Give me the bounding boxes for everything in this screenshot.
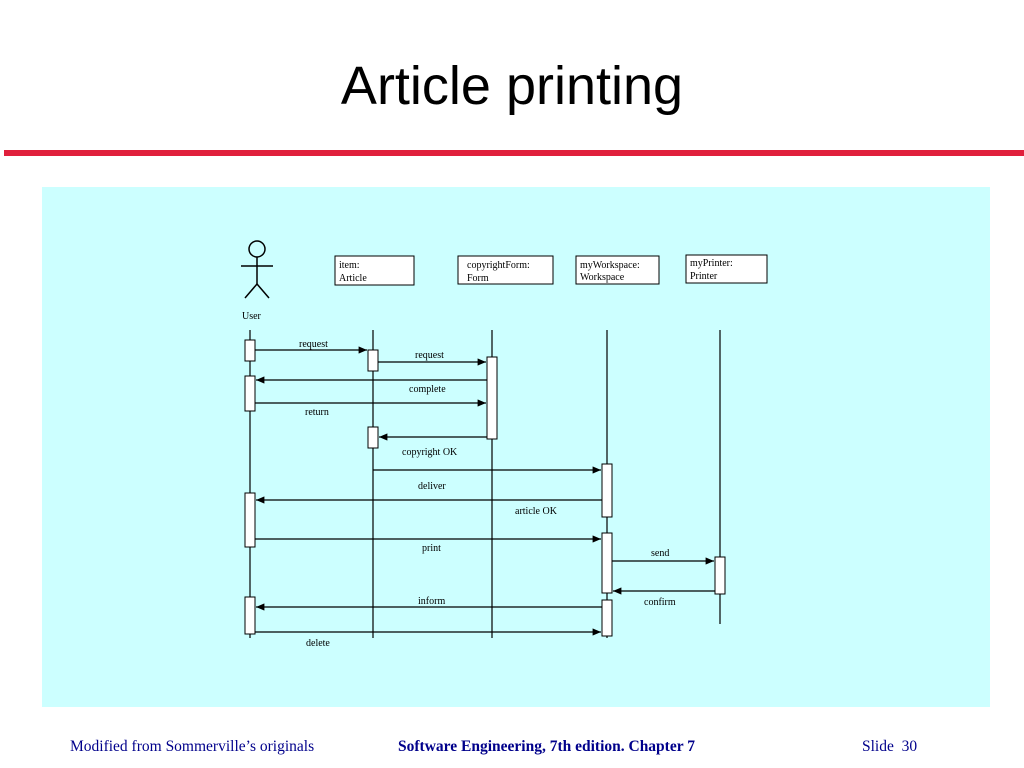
activation-workspace-1 — [601, 463, 613, 518]
object-printer: myPrinter: Printer — [685, 254, 768, 284]
label-send: send — [651, 548, 669, 559]
label-request-2: request — [415, 350, 444, 361]
slide-number: 30 — [901, 738, 918, 755]
object-item: item: Article — [334, 255, 415, 286]
object-workspace-line2: Workspace — [580, 272, 625, 283]
label-inform: inform — [418, 596, 445, 607]
object-printer-line2: Printer — [690, 271, 718, 282]
label-copyright-ok: copyright OK — [402, 447, 458, 458]
activation-user-3 — [244, 492, 256, 548]
footer-book-title: Software Engineering, 7th edition. Chapt… — [398, 738, 695, 755]
label-article-ok: article OK — [515, 506, 558, 517]
footer-credit: Modified from Sommerville’s originals — [70, 738, 315, 755]
label-confirm: confirm — [644, 597, 676, 608]
label-request-1: request — [299, 339, 328, 350]
object-form-line1: copyrightForm: — [467, 260, 530, 271]
slide-title: Article printing — [340, 56, 684, 116]
object-workspace: myWorkspace: Workspace — [575, 255, 660, 285]
activation-item-1 — [367, 349, 379, 372]
activation-user-4 — [244, 596, 256, 635]
object-item-line1: item: — [339, 260, 360, 271]
object-printer-line1: myPrinter: — [690, 258, 733, 269]
activation-form-1 — [486, 356, 498, 440]
activation-item-2 — [367, 426, 379, 449]
label-deliver: deliver — [418, 481, 446, 492]
activation-workspace-3 — [601, 599, 613, 637]
activation-user-2 — [244, 375, 256, 412]
title-divider — [4, 150, 1024, 156]
object-item-line2: Article — [339, 273, 367, 284]
actor-label: User — [242, 311, 262, 322]
activation-workspace-2 — [601, 532, 613, 594]
slide-label: Slide — [862, 738, 894, 755]
actor-user: User — [241, 240, 273, 322]
label-delete: delete — [306, 638, 330, 649]
label-complete: complete — [409, 384, 446, 395]
footer-slide-number: Slide 30 — [862, 738, 917, 756]
activation-printer-1 — [714, 556, 726, 595]
object-workspace-line1: myWorkspace: — [580, 260, 640, 271]
label-print: print — [422, 543, 441, 554]
object-form: copyrightForm: Form — [457, 255, 554, 285]
label-return: return — [305, 407, 329, 418]
activation-user-1 — [244, 339, 256, 362]
object-form-line2: Form — [467, 273, 489, 284]
